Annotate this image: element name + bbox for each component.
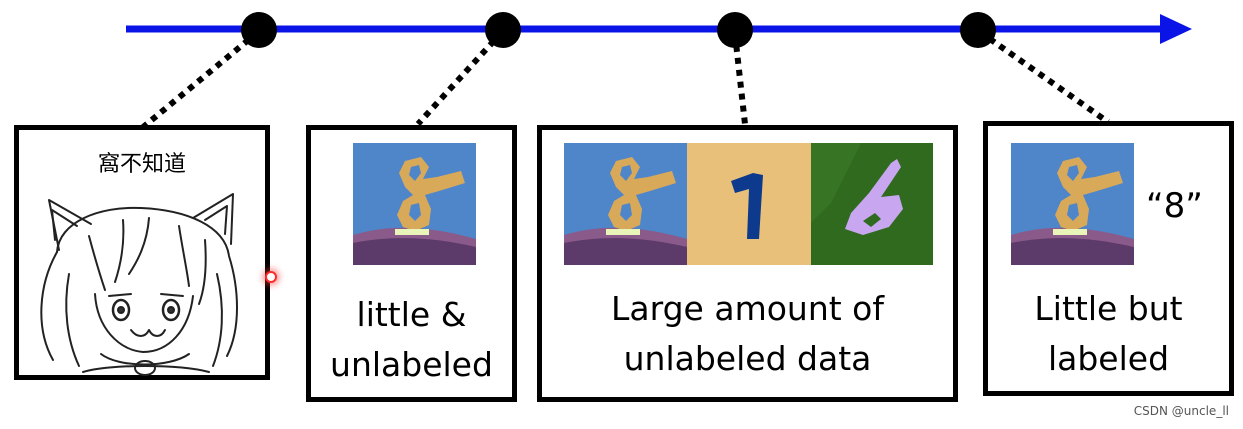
connector-4 — [978, 29, 1110, 125]
little-labeled-box: Little but labeled — [983, 121, 1234, 396]
little-labeled-line-2: labeled — [1047, 339, 1170, 378]
label-eight: “8” — [1146, 186, 1203, 226]
timeline-node-3 — [717, 12, 753, 48]
cartoon-caption: 窩不知道 — [97, 152, 186, 177]
digit8-image-icon — [1011, 143, 1134, 265]
large-unlabeled-line-1: Large amount of — [611, 289, 884, 328]
cartoon-box: 窩不知道 — [14, 125, 270, 380]
timeline-node-2 — [485, 12, 521, 48]
digit6-image-icon — [811, 143, 933, 265]
little-labeled-line-1: Little but — [1034, 289, 1183, 328]
little-unlabeled-line-2: unlabeled — [330, 345, 493, 384]
digit1-image-icon — [687, 143, 811, 265]
timeline-node-1 — [241, 12, 277, 48]
large-unlabeled-line-2: unlabeled data — [623, 339, 872, 378]
little-unlabeled-box: little & unlabeled — [306, 125, 517, 402]
pointer-cursor — [265, 271, 277, 283]
large-unlabeled-text: Large amount of unlabeled data — [542, 284, 953, 384]
little-unlabeled-text: little & unlabeled — [311, 290, 512, 390]
connector-2 — [415, 29, 505, 127]
little-labeled-text: Little but labeled — [988, 284, 1229, 384]
large-unlabeled-box: Large amount of unlabeled data — [537, 125, 958, 402]
little-unlabeled-line-1: little & — [356, 295, 467, 334]
timeline-arrowhead — [1160, 14, 1192, 44]
cat-ear-girl-drawing-icon — [40, 193, 238, 376]
watermark: CSDN @uncle_ll — [1133, 404, 1229, 418]
digit8-image-icon — [353, 143, 476, 265]
digit8-image-icon — [564, 143, 687, 265]
timeline-node-4 — [960, 12, 996, 48]
connector-1 — [140, 29, 260, 131]
connector-3 — [732, 33, 748, 125]
